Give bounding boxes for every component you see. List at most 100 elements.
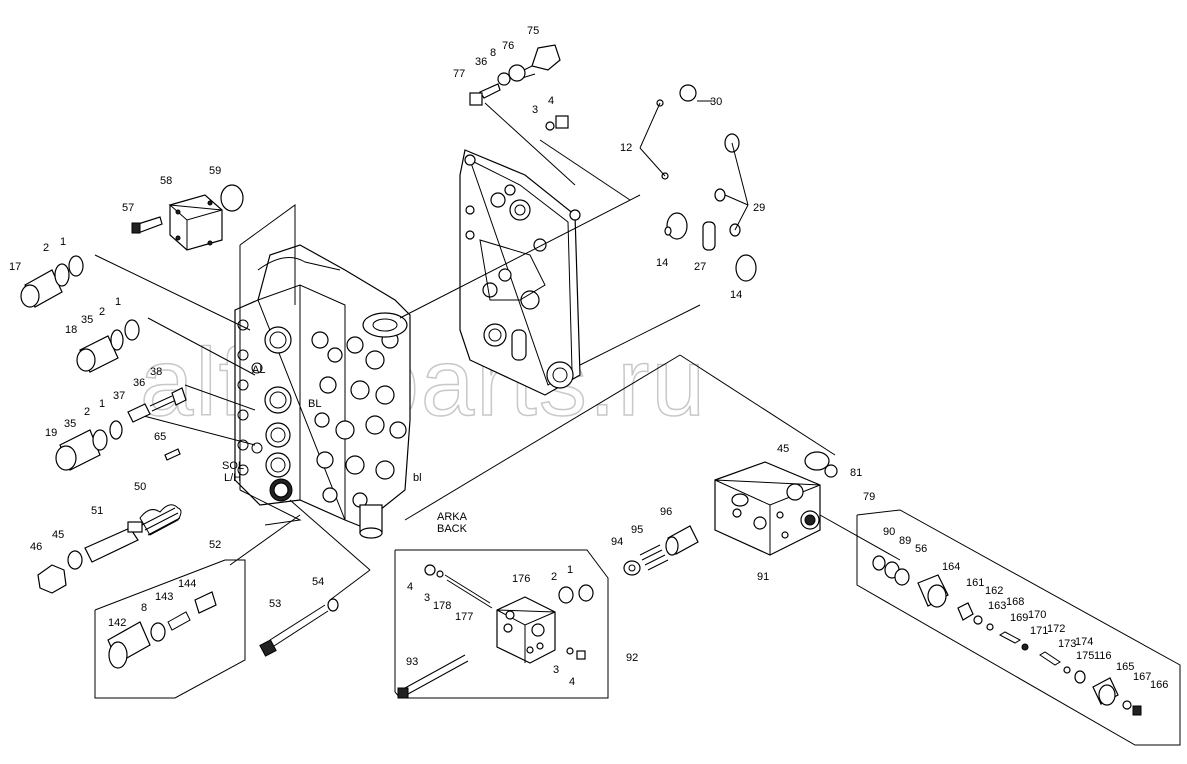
callout-163: 163	[988, 600, 1006, 612]
callout-45a: 45	[52, 529, 64, 541]
callout-92: 92	[626, 652, 638, 664]
callout-95: 95	[631, 524, 643, 536]
callout-52: 52	[209, 539, 221, 551]
callout-116: 116	[1094, 650, 1112, 662]
sol-label: SOL	[222, 460, 244, 472]
top-parts-group: 75 76 8 36 77 4 3	[453, 25, 569, 131]
group-79: 79 90 89 56 164 161 162 163 168 169 170 …	[856, 491, 1181, 746]
callout-165: 165	[1116, 661, 1134, 673]
callout-2d: 2	[551, 571, 557, 583]
callout-93: 93	[406, 656, 418, 668]
watermark: alfat-parts.ru	[140, 329, 707, 436]
callout-54: 54	[312, 576, 324, 588]
plug-17-group: 17 2 1	[9, 236, 84, 308]
plug-18-group: 18 35 2 1	[65, 296, 140, 373]
callout-51: 51	[91, 505, 103, 517]
callout-18: 18	[65, 324, 77, 336]
callout-2c: 2	[84, 406, 90, 418]
callout-27: 27	[694, 261, 706, 273]
callout-90: 90	[883, 526, 895, 538]
block-91-group: 45 81 91	[714, 443, 862, 583]
callout-19: 19	[45, 427, 57, 439]
o-ring-group: 30 12 29 14 27 14	[620, 84, 765, 301]
callout-29: 29	[753, 202, 765, 214]
port-al-label: AL	[252, 364, 265, 376]
callout-91: 91	[757, 571, 769, 583]
callout-168: 168	[1006, 596, 1024, 608]
pin-65: 65	[154, 431, 181, 461]
callout-79: 79	[863, 491, 875, 503]
callout-161: 161	[966, 577, 984, 589]
port-bl-lower-label: bl	[413, 472, 422, 484]
callout-96: 96	[660, 506, 672, 518]
arka-label: ARKA	[437, 511, 468, 523]
callout-50: 50	[134, 481, 146, 493]
callout-53: 53	[269, 598, 281, 610]
main-valve-body: AL BL bl	[234, 244, 422, 539]
callout-3a: 3	[532, 104, 538, 116]
callout-1d: 1	[567, 564, 573, 576]
callout-75: 75	[527, 25, 539, 37]
callout-1c: 1	[99, 398, 105, 410]
callout-38: 38	[150, 366, 162, 378]
plug-19-group: 19 35 2 1	[45, 398, 123, 471]
callout-30: 30	[710, 96, 722, 108]
callout-8b: 8	[141, 602, 147, 614]
callout-81: 81	[850, 467, 862, 479]
callout-65: 65	[154, 431, 166, 443]
callout-172: 172	[1047, 623, 1065, 635]
callout-2a: 2	[43, 242, 49, 254]
lh-label: L/H	[224, 472, 241, 484]
callout-35b: 35	[64, 418, 76, 430]
callout-36b: 36	[133, 377, 145, 389]
callout-166: 166	[1150, 679, 1168, 691]
callout-176: 176	[512, 573, 530, 585]
callout-17: 17	[9, 261, 21, 273]
callout-77: 77	[453, 68, 465, 80]
callout-37: 37	[113, 390, 125, 402]
callout-162: 162	[985, 585, 1003, 597]
callout-57: 57	[122, 202, 134, 214]
spool-51-group: 46 45 51 50	[30, 481, 182, 594]
callout-8a: 8	[490, 47, 496, 59]
flange-cover-group: 59 58 57	[122, 165, 244, 251]
cover-plate	[459, 149, 581, 396]
callout-4c: 4	[569, 676, 575, 688]
callout-3c: 3	[553, 664, 559, 676]
callout-1b: 1	[115, 296, 121, 308]
callout-169: 169	[1010, 612, 1028, 624]
back-label: BACK	[437, 523, 468, 535]
callout-144: 144	[178, 578, 196, 590]
callout-12: 12	[620, 142, 632, 154]
callout-177: 177	[455, 611, 473, 623]
callout-58: 58	[160, 175, 172, 187]
callout-170: 170	[1028, 609, 1046, 621]
callout-164: 164	[942, 561, 960, 573]
callout-143: 143	[155, 591, 173, 603]
callout-1a: 1	[60, 236, 66, 248]
callout-56: 56	[915, 543, 927, 555]
callout-94: 94	[611, 536, 623, 548]
callout-2b: 2	[99, 306, 105, 318]
callout-4b: 4	[407, 581, 413, 593]
callout-35a: 35	[81, 314, 93, 326]
callout-4a: 4	[548, 95, 554, 107]
bolt-53: 54 53	[259, 576, 339, 657]
leader-lines	[94, 102, 901, 601]
callout-36a: 36	[475, 56, 487, 68]
callout-174: 174	[1075, 636, 1093, 648]
callout-45b: 45	[777, 443, 789, 455]
callout-14a: 14	[656, 257, 668, 269]
callout-173: 173	[1058, 638, 1076, 650]
callout-167: 167	[1133, 671, 1151, 683]
callout-59: 59	[209, 165, 221, 177]
callout-3b: 3	[424, 592, 430, 604]
callout-142: 142	[108, 617, 126, 629]
callout-89: 89	[899, 535, 911, 547]
group-52: 52 144 143 8 142	[94, 539, 246, 699]
spool-36-38-group: 37 36 38	[113, 366, 187, 423]
callout-178: 178	[433, 600, 451, 612]
callout-171: 171	[1030, 625, 1048, 637]
